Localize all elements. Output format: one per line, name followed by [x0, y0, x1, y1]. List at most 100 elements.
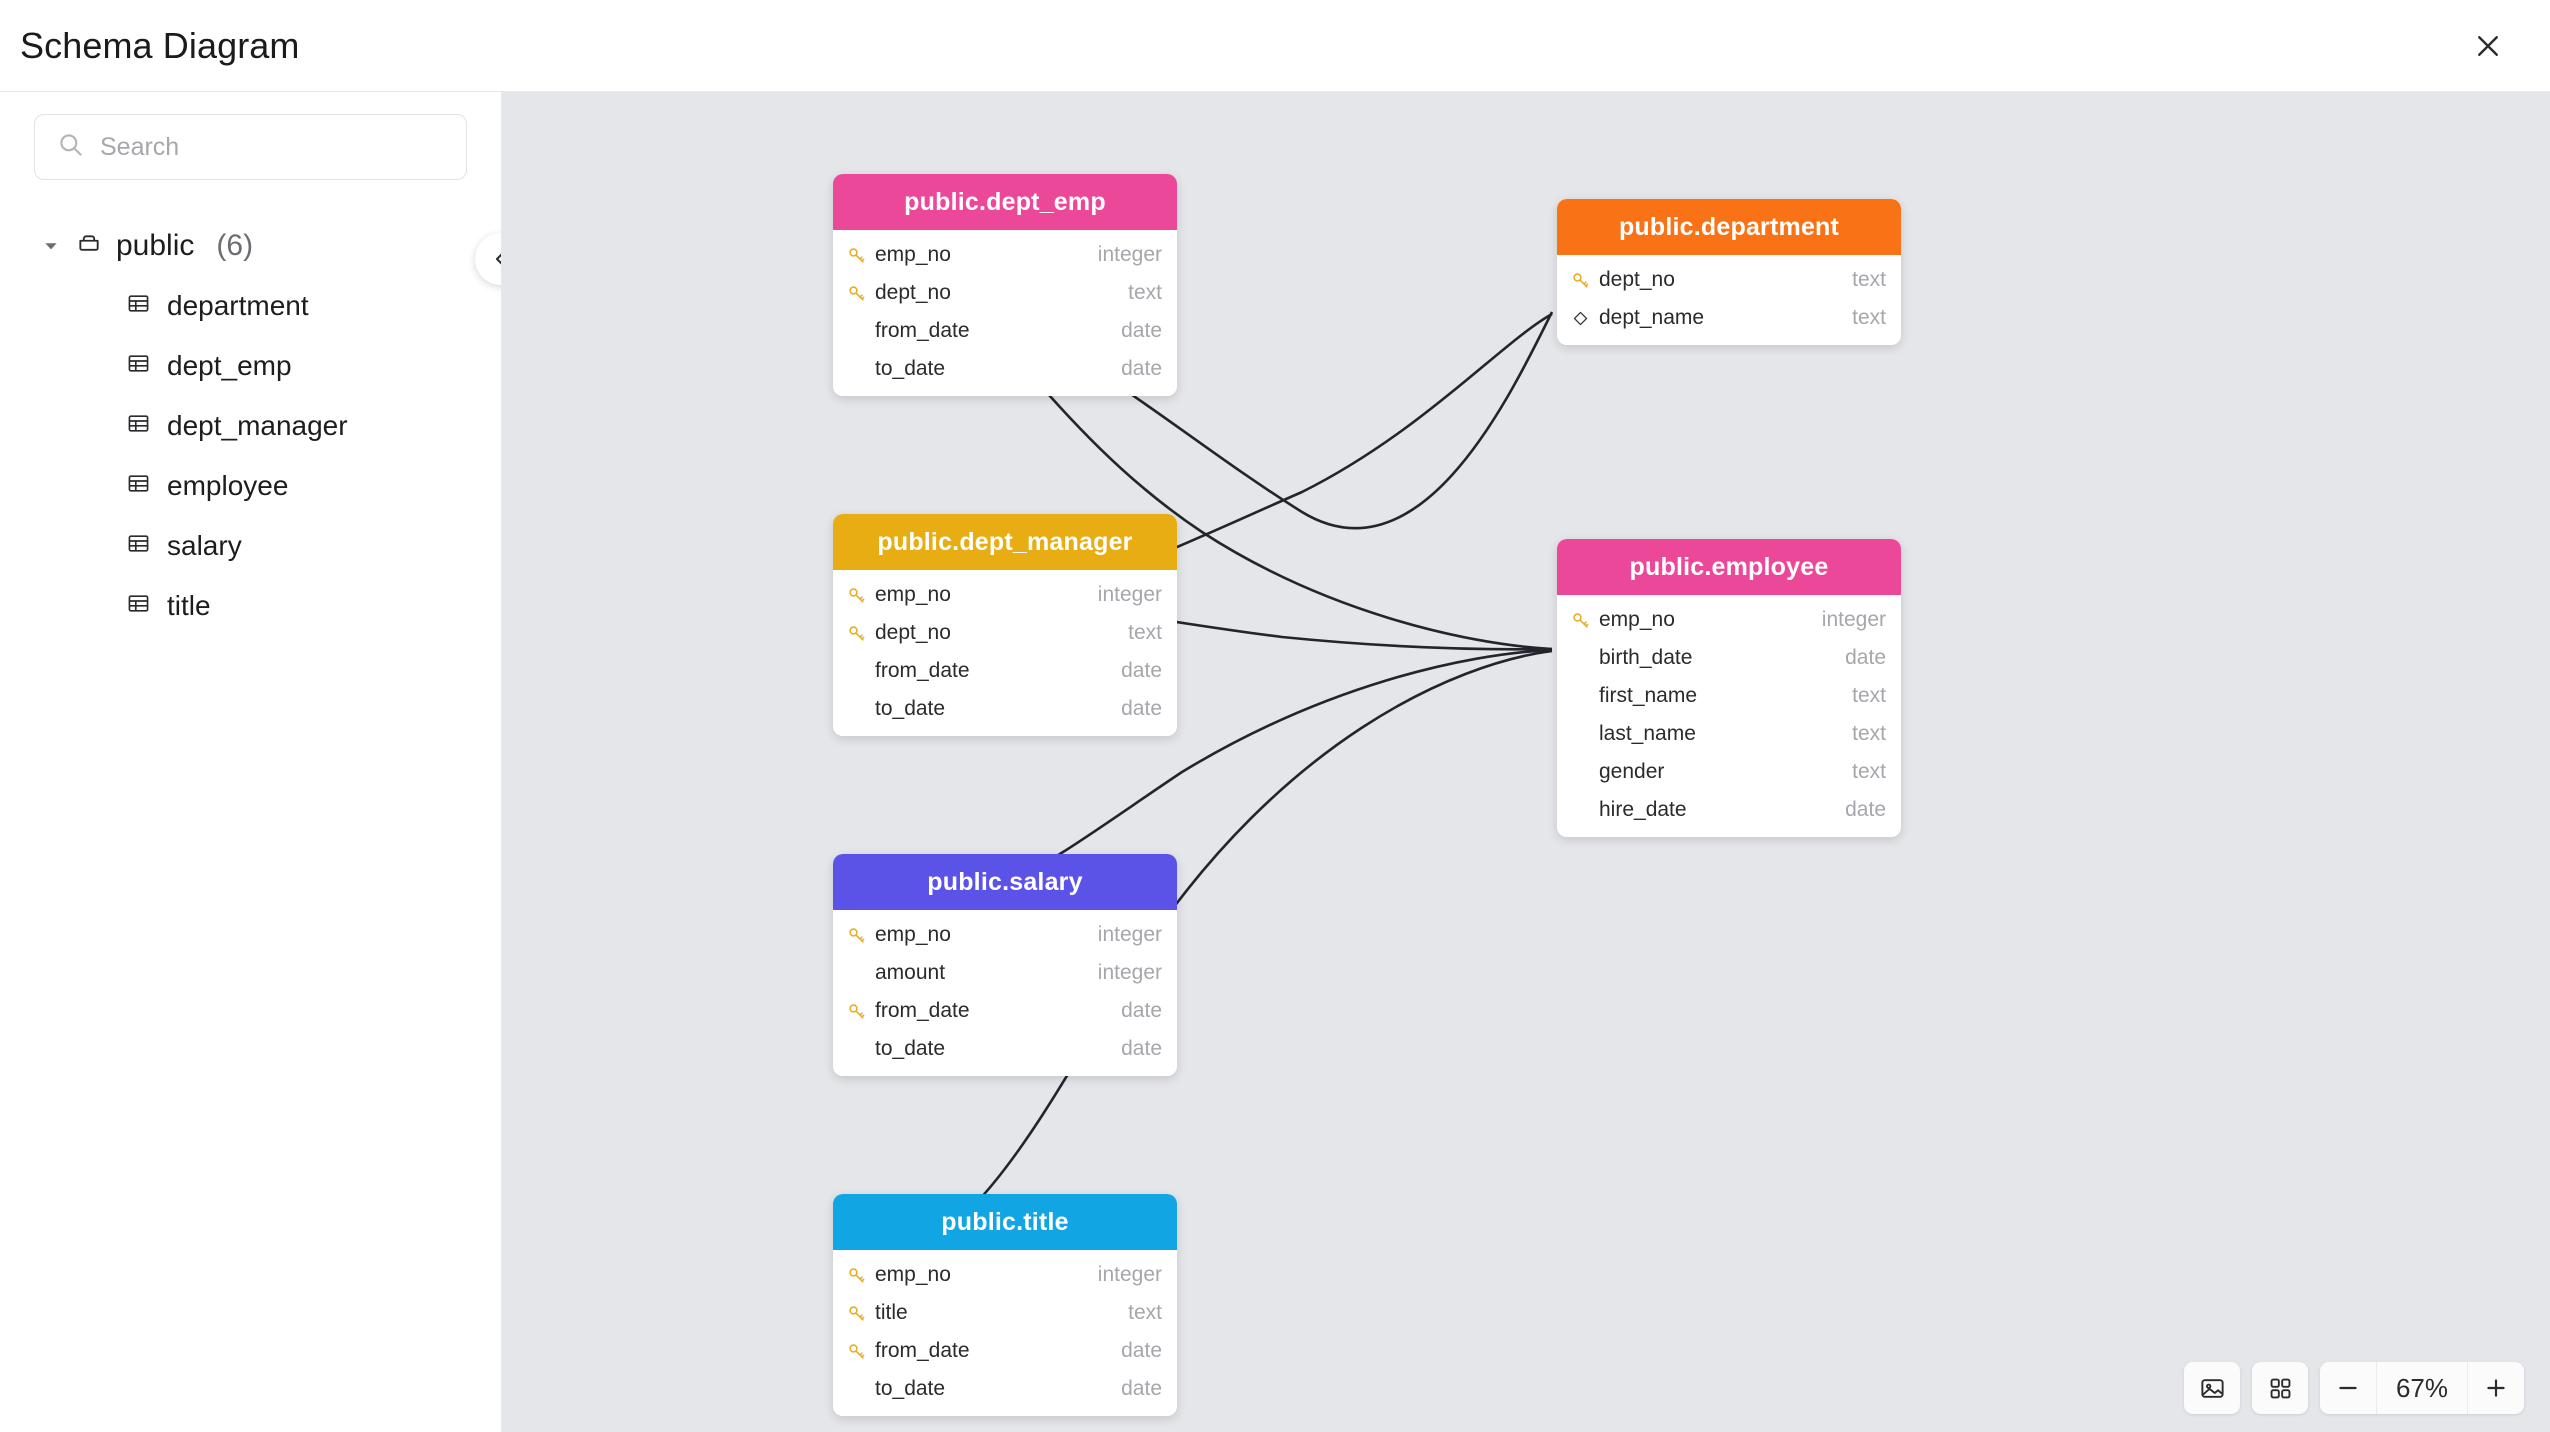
sidebar-item-label: salary — [167, 530, 242, 561]
column-name: dept_name — [1599, 306, 1705, 329]
key-icon — [846, 926, 866, 945]
table-column-row[interactable]: dept_no text — [833, 614, 1177, 652]
table-column-row[interactable]: amount integer — [833, 954, 1177, 992]
column-type: date — [1121, 999, 1162, 1022]
table-column-row[interactable]: birth_date date — [1557, 639, 1901, 677]
sidebar-item-title[interactable]: title — [0, 576, 501, 636]
column-name: last_name — [1599, 722, 1696, 745]
sidebar-item-dept_emp[interactable]: dept_emp — [0, 336, 501, 396]
column-name: dept_no — [875, 621, 951, 644]
schema-tree: public (6) department dept_emp dept_mana… — [0, 216, 501, 636]
caret-down-icon[interactable] — [40, 237, 62, 255]
column-name: from_date — [875, 1339, 970, 1362]
column-type: text — [1128, 1301, 1162, 1324]
column-type: date — [1845, 798, 1886, 821]
grid-layout-icon[interactable] — [2252, 1362, 2308, 1414]
column-name: amount — [875, 961, 946, 984]
sidebar-item-dept_manager[interactable]: dept_manager — [0, 396, 501, 456]
key-icon — [1570, 271, 1590, 290]
column-type: text — [1852, 760, 1886, 783]
column-name: to_date — [875, 697, 946, 720]
column-type: date — [1121, 1037, 1162, 1060]
key-icon — [846, 1304, 866, 1323]
key-icon — [846, 1342, 866, 1361]
column-type: text — [1852, 684, 1886, 707]
table-icon — [126, 351, 151, 381]
table-column-row[interactable]: to_date date — [833, 350, 1177, 388]
tree-item-public[interactable]: public (6) — [0, 216, 501, 276]
search-icon — [57, 131, 84, 163]
zoom-level-label[interactable]: 67% — [2376, 1362, 2468, 1414]
zoom-out-button[interactable] — [2320, 1362, 2376, 1414]
column-name: from_date — [875, 999, 970, 1022]
sidebar-item-label: dept_manager — [167, 410, 348, 441]
table-column-row[interactable]: emp_no integer — [833, 1256, 1177, 1294]
sidebar-item-label: department — [167, 290, 309, 321]
column-name: emp_no — [875, 1263, 951, 1286]
table-column-row[interactable]: from_date date — [833, 992, 1177, 1030]
column-name: from_date — [875, 659, 970, 682]
image-icon[interactable] — [2184, 1362, 2240, 1414]
column-name: to_date — [875, 357, 946, 380]
table-card-title: public.dept_emp — [833, 174, 1177, 230]
close-icon[interactable] — [2462, 20, 2514, 72]
column-name: gender — [1599, 760, 1665, 783]
sidebar-item-employee[interactable]: employee — [0, 456, 501, 516]
column-type: date — [1121, 357, 1162, 380]
sidebar-item-department[interactable]: department — [0, 276, 501, 336]
column-type: date — [1121, 319, 1162, 342]
diamond-icon — [1570, 310, 1590, 327]
column-name: emp_no — [875, 243, 951, 266]
column-type: integer — [1097, 961, 1162, 984]
schema-table-count: (6) — [216, 229, 254, 262]
page-title: Schema Diagram — [20, 24, 300, 66]
column-type: integer — [1097, 923, 1162, 946]
database-icon — [76, 231, 102, 262]
table-column-row[interactable]: emp_no integer — [833, 916, 1177, 954]
table-column-row[interactable]: gender text — [1557, 753, 1901, 791]
column-type: text — [1128, 621, 1162, 644]
search-input[interactable] — [100, 132, 444, 162]
column-name: birth_date — [1599, 646, 1693, 669]
zoom-in-button[interactable] — [2468, 1362, 2524, 1414]
sidebar-item-label: title — [167, 590, 211, 621]
relationship-edges — [833, 237, 1554, 1277]
column-type: date — [1845, 646, 1886, 669]
table-column-row[interactable]: from_date date — [833, 312, 1177, 350]
column-name: emp_no — [875, 923, 951, 946]
key-icon — [846, 1266, 866, 1285]
search-box[interactable] — [34, 114, 467, 180]
column-type: integer — [1097, 1263, 1162, 1286]
column-name: from_date — [875, 319, 970, 342]
column-type: integer — [1821, 608, 1886, 631]
sidebar-item-salary[interactable]: salary — [0, 516, 501, 576]
zoom-controls: 67% — [2320, 1362, 2524, 1414]
